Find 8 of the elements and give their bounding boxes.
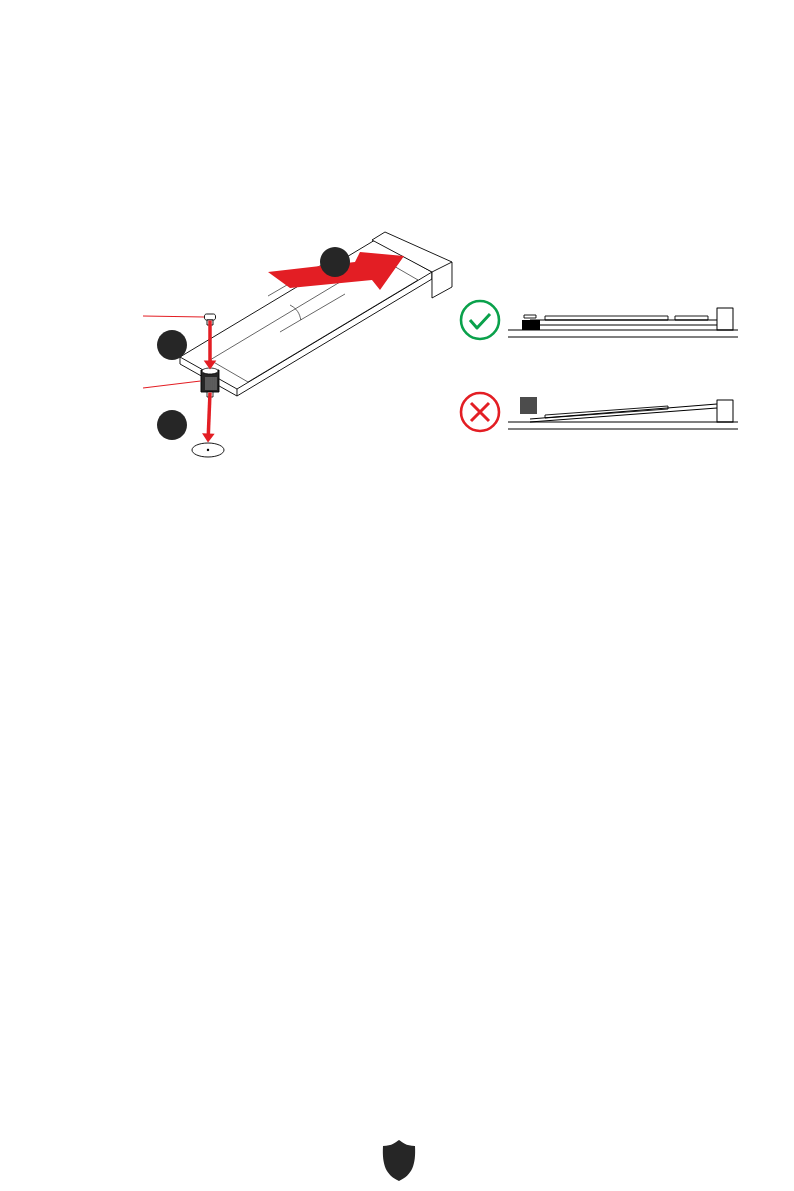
screw-drawing (204, 313, 216, 326)
leader-line (142, 380, 202, 389)
step-marker (320, 247, 350, 277)
step-marker (157, 410, 187, 440)
washer-drawing (191, 442, 225, 458)
step-marker (157, 330, 187, 360)
leader-line (142, 315, 205, 318)
standoff-drawing (200, 367, 220, 398)
